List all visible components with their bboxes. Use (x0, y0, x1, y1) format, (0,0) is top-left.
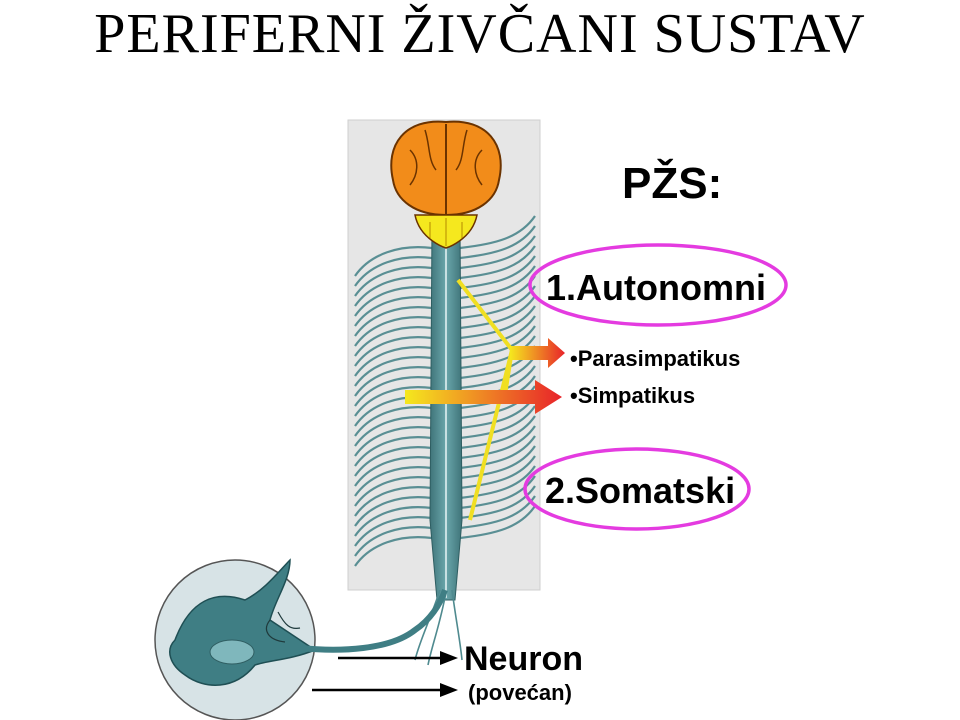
arrow-right-icon (312, 651, 458, 697)
nerve-branch-right (459, 455, 536, 490)
label-neuron: Neuron (464, 640, 583, 678)
heading-pzs: PŽS: (622, 158, 722, 208)
nerve-branch-left (354, 386, 433, 417)
nerve-branch-left (354, 326, 433, 357)
nerve-branch-left (354, 446, 433, 477)
nerve-branch-left (354, 536, 433, 567)
nerve-branch-right (459, 295, 536, 330)
label-simpatikus: •Simpatikus (570, 383, 695, 408)
nerve-branch-right (459, 505, 536, 540)
nerve-branch-left (354, 496, 433, 527)
nerve-branch-right (459, 215, 536, 250)
highlight-somatski (523, 447, 751, 531)
nerve-branch-left (354, 366, 433, 397)
nerve-branch-left (354, 486, 433, 517)
label-parasimpatikus: •Parasimpatikus (570, 346, 740, 371)
nerve-branch-left (354, 456, 433, 487)
nerve-branch-left (354, 266, 433, 297)
nerve-branch-left (354, 526, 433, 557)
nerve-branch-left (354, 466, 433, 497)
nerve-branch-right (459, 235, 536, 270)
nerve-branch-right (459, 445, 536, 480)
nerve-branch-left (354, 516, 433, 547)
neuron-icon (154, 558, 448, 720)
arrow-parasimpatikus (510, 338, 565, 368)
nerve-branch-right (459, 405, 536, 440)
label-somatski: 2.Somatski (545, 470, 735, 511)
nerve-branch-left (354, 346, 433, 377)
nerve-branch-right (459, 255, 536, 290)
nerve-branch-right (459, 465, 536, 500)
highlight-autonomni (528, 243, 788, 327)
nerve-branch-right (459, 475, 536, 510)
nerve-branch-left (354, 246, 433, 277)
nerve-branch-right (459, 305, 536, 340)
nerve-branch-left (354, 376, 433, 407)
arrow-simpatikus (405, 380, 562, 414)
brain-icon (390, 120, 502, 249)
nerve-branch-right (459, 225, 536, 260)
nerve-branch-right (459, 245, 536, 280)
nerve-branch-left (354, 296, 433, 327)
page-title: PERIFERNI ŽIVČANI SUSTAV (94, 3, 866, 65)
nerve-branch-left (354, 356, 433, 387)
nerve-branch-right (459, 425, 536, 460)
nerve-branch-left (354, 276, 433, 307)
nerve-branch-right (459, 335, 536, 370)
label-povecan: (povećan) (468, 680, 572, 705)
nerve-branch-left (354, 256, 433, 287)
nerve-branch-left (354, 316, 433, 347)
nerve-branch-right (459, 415, 536, 450)
nerve-branch-left (354, 306, 433, 337)
nerve-branch-right (459, 325, 536, 360)
nerve-branch-left (354, 406, 433, 437)
nerve-branch-left (354, 336, 433, 367)
nerve-branch-left (354, 426, 433, 457)
nerve-branch-left (354, 416, 433, 447)
nerve-branch-left (354, 506, 433, 537)
nerve-branch-left (354, 436, 433, 467)
label-autonomni: 1.Autonomni (546, 267, 766, 308)
nerve-branch-left (354, 286, 433, 317)
nerve-branch-right (459, 435, 536, 470)
nerve-branch-left (354, 476, 433, 507)
